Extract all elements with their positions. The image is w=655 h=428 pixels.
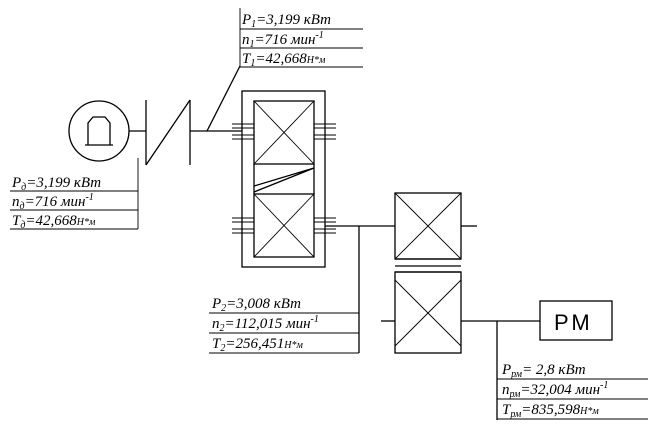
motor-speed: nд=716 мин-1 bbox=[12, 192, 94, 212]
gearbox-stage-1 bbox=[232, 90, 395, 353]
working-machine-symbol: РМ bbox=[554, 310, 593, 335]
label-motor: Pд=3,199 кВт nд=716 мин-1 Tд=42,668Н*м bbox=[10, 158, 139, 231]
leader-shaft1 bbox=[206, 65, 241, 132]
working-machine-box bbox=[539, 300, 613, 341]
bearings-stage-1 bbox=[232, 123, 336, 234]
motor-torque: Tд=42,668Н*м bbox=[12, 213, 96, 231]
shaft2-speed: n2=112,015 мин-1 bbox=[212, 314, 319, 334]
motor-symbol-icon bbox=[85, 116, 113, 146]
shaft1-speed: n1=716 мин-1 bbox=[242, 30, 324, 50]
shaft1-torque: T1=42,668Н*м bbox=[242, 51, 326, 69]
belt-drive bbox=[145, 65, 242, 166]
shaft1-power: P1=3,199 кВт bbox=[241, 12, 331, 30]
belt-diagonal bbox=[145, 99, 191, 166]
label-working-machine: Pрм= 2,8 кВт nрм=32,004 мин-1 Tрм=835,59… bbox=[497, 362, 648, 420]
gear-lower bbox=[253, 193, 315, 258]
electric-motor bbox=[68, 100, 146, 162]
gearbox-housing bbox=[241, 90, 326, 268]
working-machine: РМ bbox=[539, 300, 613, 341]
label-shaft1: P1=3,199 кВт n1=716 мин-1 T1=42,668Н*м bbox=[239, 8, 363, 69]
wm-power: Pрм= 2,8 кВт bbox=[501, 362, 586, 380]
wm-torque: Tрм=835,598Н*м bbox=[502, 402, 599, 420]
label-shaft2: P2=3,008 кВт n2=112,015 мин-1 T2=256,451… bbox=[209, 296, 359, 354]
gear-upper bbox=[253, 100, 315, 165]
shaft2-power: P2=3,008 кВт bbox=[211, 296, 301, 314]
motor-power: Pд=3,199 кВт bbox=[11, 175, 101, 193]
helical-mesh bbox=[253, 167, 315, 193]
motor-circle bbox=[68, 100, 130, 162]
wm-speed: nрм=32,004 мин-1 bbox=[502, 380, 608, 400]
shaft2-torque: T2=256,451Н*м bbox=[212, 336, 303, 354]
gearbox-stage-2 bbox=[381, 192, 540, 420]
